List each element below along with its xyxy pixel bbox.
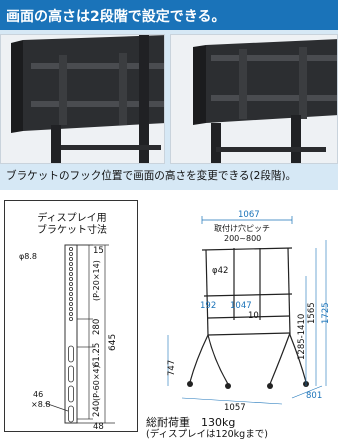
dim-48-label: 48 — [93, 422, 104, 432]
display-load-note: (ディスプレイは120kgまで) — [146, 429, 268, 440]
dim-hole-line2: ×8.8 — [31, 400, 50, 409]
dim-hole-line1: 46 — [33, 390, 43, 399]
stand-frame — [189, 247, 307, 385]
pitch-label-line1: 取付け穴ピッチ — [214, 223, 270, 233]
dimension-section: ディスプレイ用 ブラケット寸法 — [0, 200, 338, 440]
bracket-title-line2: ブラケット寸法 — [37, 225, 107, 236]
dim-280-label: 280 — [92, 319, 102, 335]
stand-192: 192 — [200, 301, 216, 311]
dim-p20-label: (P-20×14) — [92, 260, 101, 301]
feature-caption: ブラケットのフック位置で画面の高さを変更できる(2段階)。 — [6, 170, 297, 182]
stand-1725: 1725 — [321, 302, 331, 324]
bracket-holes-top — [69, 247, 74, 322]
bracket-slots-bottom — [68, 345, 74, 423]
dim-p60-label: (P-60×4) — [92, 365, 101, 401]
pitch-label-line2: 200~800 — [224, 234, 261, 243]
stand-wheels — [187, 381, 309, 389]
feature-panel: 画面の高さは2段階で設定できる。 — [0, 0, 338, 190]
stand-base-width: 1057 — [224, 403, 246, 413]
photo-right-illustration — [171, 35, 337, 163]
stand-dimension-area: 1067 取付け穴ピッチ 200~800 — [142, 200, 338, 437]
product-photo-right — [170, 34, 338, 164]
product-photo-left — [0, 34, 165, 164]
stand-diagram: 1067 取付け穴ピッチ 200~800 — [167, 210, 331, 413]
dim-240-label: 240 — [92, 401, 102, 417]
stand-1565: 1565 — [307, 302, 317, 324]
header-bar: 画面の高さは2段階で設定できる。 — [0, 0, 338, 30]
dim-phi-label: φ8.8 — [19, 252, 37, 261]
bracket-diagram: φ8.8 15 (P-20×14) 280 61.25 645 (P-60×4)… — [19, 244, 118, 432]
stand-747: 747 — [167, 360, 177, 376]
dim-645-label: 645 — [108, 334, 118, 351]
stand-10: 10 — [248, 311, 259, 321]
header-title: 画面の高さは2段階で設定できる。 — [6, 9, 226, 25]
dim-15-label: 15 — [93, 246, 104, 256]
bracket-dimension-box: ディスプレイ用 ブラケット寸法 — [4, 200, 138, 432]
stand-phi42: φ42 — [212, 266, 228, 276]
stand-top-width: 1067 — [238, 210, 260, 220]
stand-1285-1410: 1285-1410 — [297, 314, 307, 360]
total-load-label: 総耐荷重 130kg — [146, 416, 236, 429]
bracket-title-line1: ディスプレイ用 — [37, 213, 107, 224]
photo-left-illustration — [1, 35, 164, 163]
stand-1047: 1047 — [230, 301, 252, 311]
stand-depth: 801 — [306, 391, 322, 401]
dim-61-label: 61.25 — [92, 343, 102, 367]
bracket-plate — [64, 244, 78, 424]
